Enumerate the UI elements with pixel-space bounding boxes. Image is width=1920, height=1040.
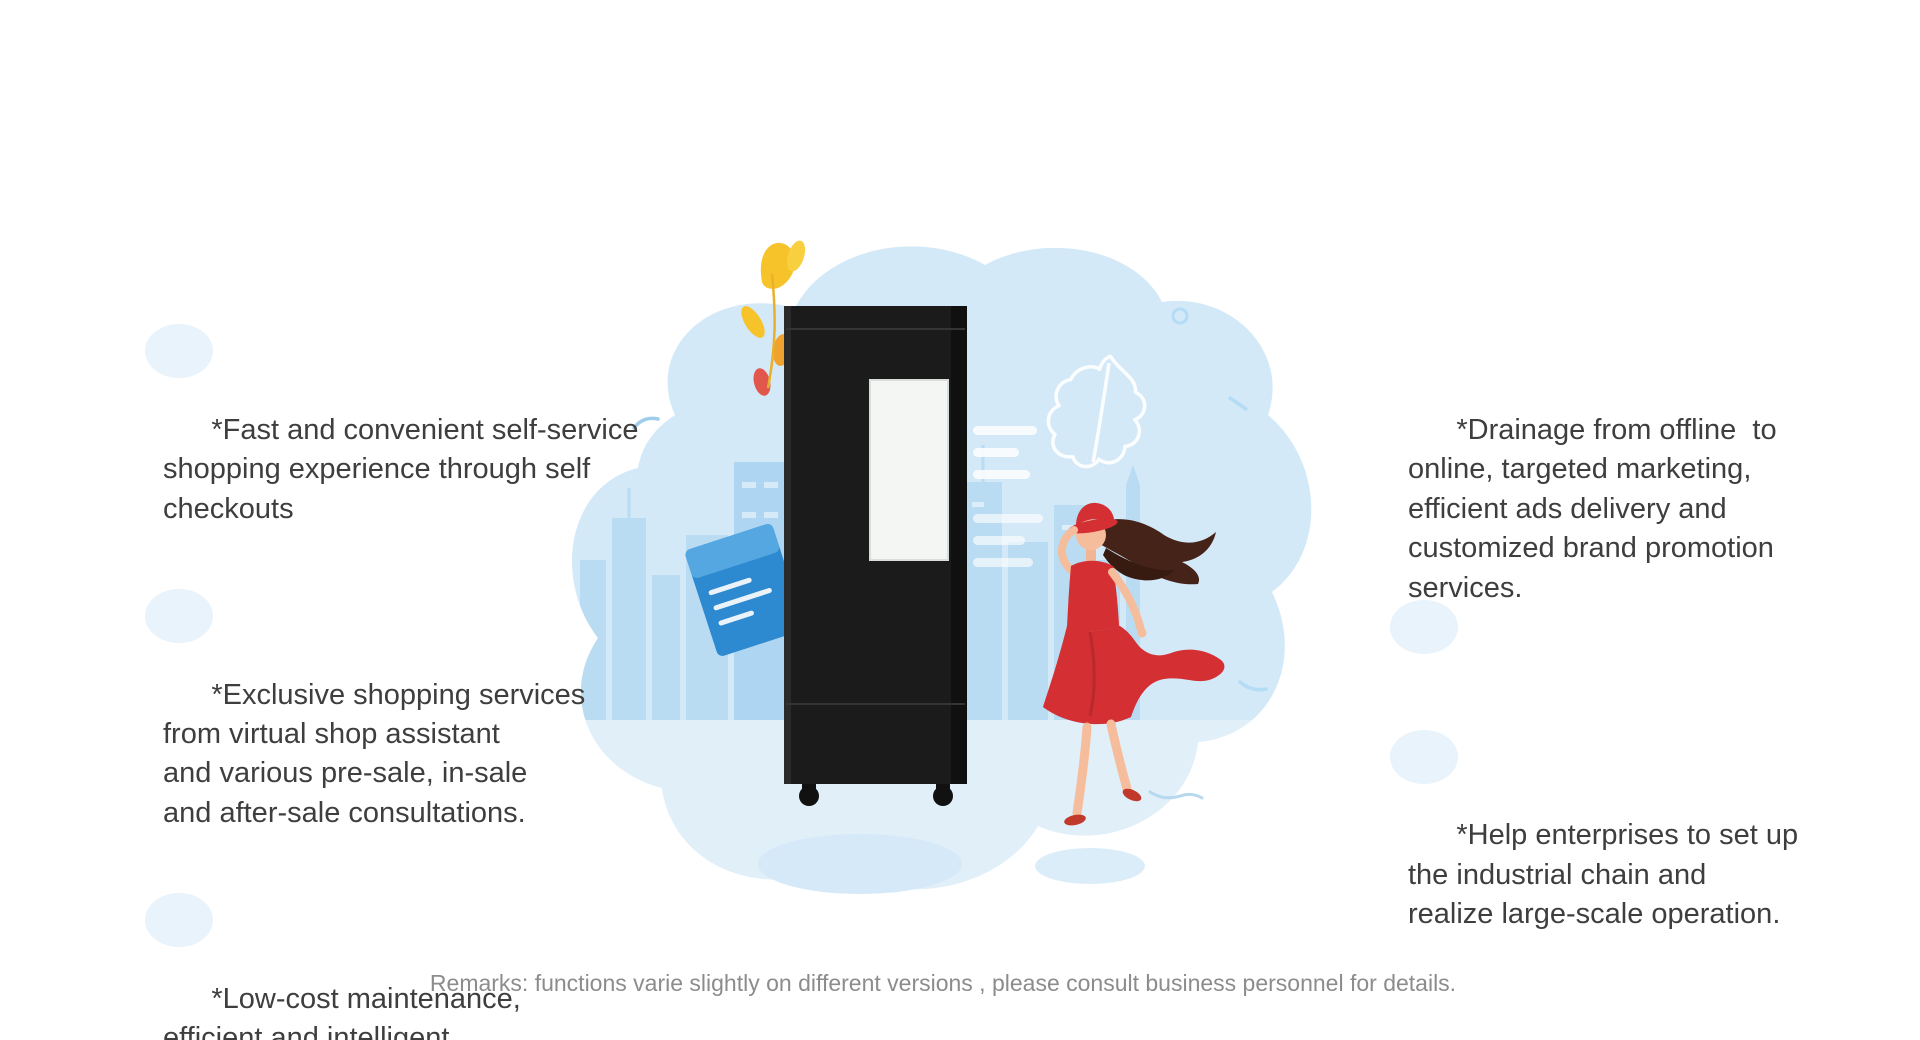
dress-skirt (1043, 625, 1225, 725)
list-lines-decoration (973, 426, 1043, 567)
feature-paragraph-self-service: *Fast and convenient self-service shoppi… (145, 324, 653, 569)
white-leaf-icon (1046, 354, 1147, 469)
shoe (1064, 814, 1086, 826)
feature-text: *Low-cost maintenance, efficient and int… (163, 982, 521, 1040)
feature-text: *Help enterprises to set up the industri… (1408, 819, 1799, 931)
kiosk-wheel (933, 786, 953, 806)
kiosk-screen (869, 379, 949, 561)
feature-paragraph-industrial-chain: *Help enterprises to set up the industri… (1390, 729, 1838, 975)
highlight-blob (145, 588, 213, 643)
left-feature-list: *Fast and convenient self-service shoppi… (145, 324, 653, 1040)
feature-paragraph-drainage: *Drainage from offline to online, target… (1390, 332, 1838, 654)
feature-text: *Drainage from offline to online, target… (1408, 413, 1777, 604)
feature-paragraph-shop-assistant: *Exclusive shopping services from virtua… (145, 588, 653, 873)
dress-bodice (1067, 560, 1119, 632)
highlight-blob (145, 892, 213, 947)
kiosk-wheel (799, 786, 819, 806)
vending-kiosk (784, 306, 967, 806)
feature-text: *Fast and convenient self-service shoppi… (163, 413, 639, 525)
ground-shadows (758, 834, 1145, 894)
hat (1068, 518, 1118, 534)
shoe (1122, 788, 1142, 802)
footer-remark: Remarks: functions varie slightly on dif… (0, 970, 1903, 997)
remark-text: Remarks: functions varie slightly on dif… (429, 970, 1457, 996)
kiosk-scene-illustration (571, 240, 1312, 894)
highlight-blob (1390, 599, 1458, 654)
highlight-blob (1390, 729, 1458, 784)
feature-paragraph-low-cost: *Low-cost maintenance, efficient and int… (145, 892, 653, 1040)
feature-text: *Exclusive shopping services from virtua… (163, 678, 586, 829)
hair (1098, 519, 1216, 585)
blue-card (685, 524, 805, 656)
woman-in-red-dress (1043, 502, 1225, 826)
right-feature-list: *Drainage from offline to online, target… (1390, 332, 1838, 975)
decorative-dashes (632, 307, 1268, 800)
highlight-blob (145, 324, 213, 378)
